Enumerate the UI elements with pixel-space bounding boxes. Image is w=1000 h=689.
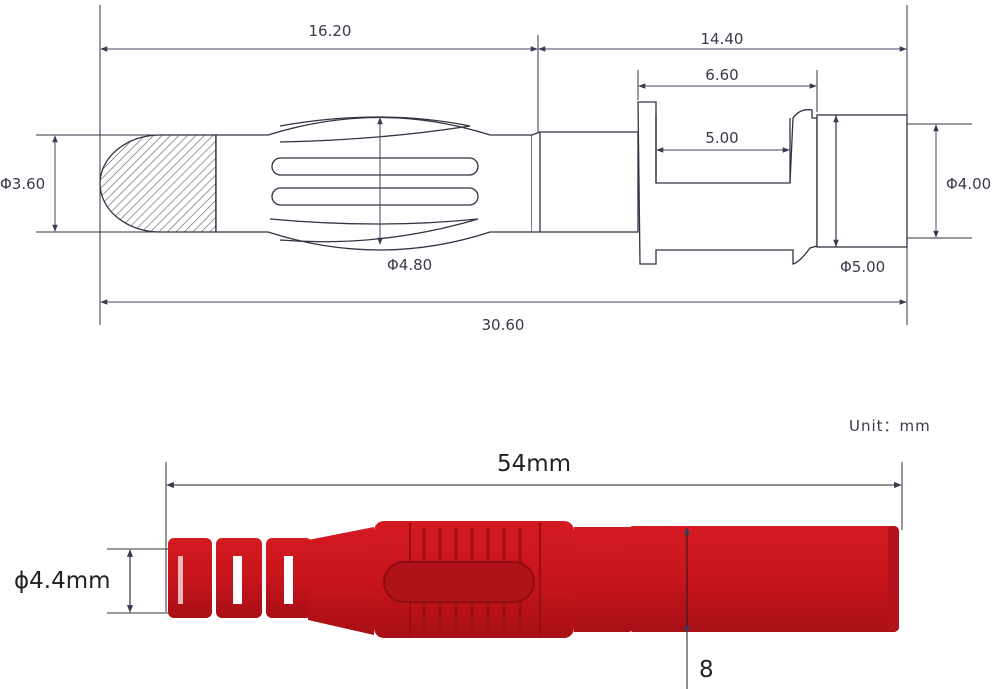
label-6-60: 6.60 [705,66,738,84]
tip-segment [168,538,212,618]
label-8: 8 [699,657,714,683]
label-diameter-4-4mm: ϕ4.4mm [14,568,111,594]
tip-slot [284,556,293,604]
tip-slot [233,556,242,604]
spring-slot [271,187,479,206]
label-body-diameter: Φ4.00 [946,175,991,193]
label-54mm: 54mm [497,451,571,477]
label-tip-diameter: Φ3.60 [0,175,45,193]
grip-window [383,561,535,603]
rear-tube [628,526,899,632]
label-spring-diameter: Φ4.80 [387,256,432,274]
spring-slot [271,157,479,176]
label-30-60: 30.60 [482,316,525,334]
dimension-lines [52,46,939,305]
top-technical-drawing [36,5,972,325]
label-rear-diameter: Φ5.00 [840,258,885,276]
label-16-20: 16.20 [309,22,352,40]
hatched-tip [99,134,217,233]
unit-note: Unit：mm [849,417,931,435]
label-5-00: 5.00 [705,129,738,147]
red-connector [107,462,903,638]
label-14-40: 14.40 [701,30,744,48]
rear-cylinder [816,114,908,248]
